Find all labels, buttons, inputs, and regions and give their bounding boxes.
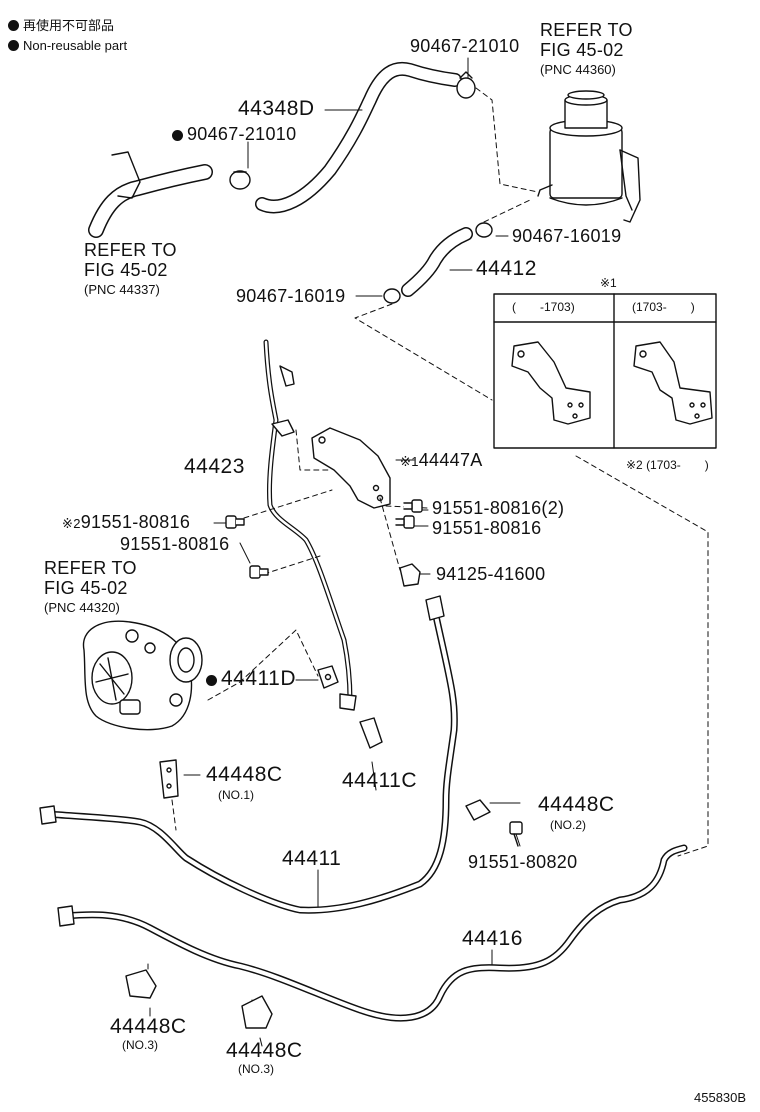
pipe-44416 bbox=[57, 844, 688, 1022]
note-no2: (NO.2) bbox=[550, 818, 586, 832]
note-no3b: (NO.3) bbox=[238, 1062, 274, 1076]
clamp-90467-21010-left bbox=[229, 170, 251, 190]
label-44448C-no2: 44448C bbox=[538, 793, 615, 816]
bolts bbox=[225, 499, 523, 847]
ref-44360-line1: REFER TO bbox=[540, 20, 633, 40]
label-44416: 44416 bbox=[462, 927, 523, 950]
label-90467-21010-top: 90467-21010 bbox=[410, 36, 520, 56]
bolt-91551-80816-d bbox=[249, 565, 269, 579]
label-44448C-no1: 44448C bbox=[206, 763, 283, 786]
label-44411D: 44411D bbox=[206, 668, 296, 690]
bolt-91551-80816-c bbox=[395, 515, 415, 529]
label-94125-41600: 94125-41600 bbox=[436, 564, 546, 584]
hose-44412 bbox=[401, 227, 473, 297]
ref-44360-line3: (PNC 44360) bbox=[540, 62, 616, 77]
clamp-44448C-no2 bbox=[465, 799, 491, 821]
bracket-variant-2 bbox=[633, 341, 713, 425]
label-44423: 44423 bbox=[184, 455, 245, 478]
clamp-44448C-no1 bbox=[159, 759, 179, 799]
label-91551-80816-x2: ※291551-80816 bbox=[62, 512, 191, 532]
note-no3a: (NO.3) bbox=[122, 1038, 158, 1052]
clamp-90467-21010-top bbox=[456, 71, 476, 99]
label-44411: 44411 bbox=[282, 847, 342, 870]
legend-en: Non-reusable part bbox=[8, 38, 127, 53]
label-44348D: 44348D bbox=[238, 97, 315, 120]
hose-44337 bbox=[88, 151, 213, 238]
bracket-variant-1 bbox=[511, 341, 591, 425]
label-44448C-no3b: 44448C bbox=[226, 1039, 303, 1062]
box-mark-1: ※1 bbox=[600, 276, 617, 290]
bolt-91551-80816-x2 bbox=[225, 515, 245, 529]
label-44412: 44412 bbox=[476, 257, 537, 280]
hose-44348D bbox=[255, 61, 462, 214]
label-91551-80816-2: 91551-80816(2) bbox=[432, 498, 565, 518]
bullet-icon bbox=[8, 20, 19, 31]
bolt-91551-80820 bbox=[509, 821, 523, 847]
label-90467-21010-nonreusable: 90467-21010 bbox=[172, 124, 296, 144]
label-90467-16019-a: 90467-16019 bbox=[512, 226, 622, 246]
clamp-90467-16019-b bbox=[383, 288, 401, 304]
label-90467-16019-b: 90467-16019 bbox=[236, 286, 346, 306]
bullet-icon bbox=[8, 40, 19, 51]
label-44447A: ※144447A bbox=[400, 450, 483, 470]
reservoir-tank bbox=[537, 90, 641, 223]
union-bolt-44411C bbox=[359, 717, 383, 749]
box-col1-header: ( -1703) bbox=[512, 300, 575, 314]
bracket-variant-box bbox=[493, 293, 717, 449]
clamp-44448C-no3b bbox=[241, 995, 273, 1029]
ref-44337-line3: (PNC 44337) bbox=[84, 282, 160, 297]
figure-code: 455830B bbox=[694, 1090, 747, 1105]
hose-44411 bbox=[39, 595, 458, 914]
non-reusable-dot-icon bbox=[206, 675, 217, 686]
label-44411C: 44411C bbox=[342, 769, 418, 792]
power-steering-pump bbox=[82, 620, 203, 731]
label-91551-80816-d: 91551-80816 bbox=[120, 534, 230, 554]
ref-44320-line3: (PNC 44320) bbox=[44, 600, 120, 615]
ref-44320-line1: REFER TO bbox=[44, 558, 137, 578]
non-reusable-dot-icon bbox=[172, 130, 183, 141]
clamp-44448C-no3a bbox=[125, 969, 157, 999]
ref-44337-line2: FIG 45-02 bbox=[84, 260, 168, 280]
label-44448C-no3a: 44448C bbox=[110, 1015, 187, 1038]
ref-44360-line2: FIG 45-02 bbox=[540, 40, 624, 60]
box-col2-header: (1703- ) bbox=[632, 300, 695, 314]
label-91551-80816-c: 91551-80816 bbox=[432, 518, 542, 538]
legend-jp: 再使用不可部品 bbox=[8, 18, 114, 33]
label-91551-80820: 91551-80820 bbox=[468, 852, 578, 872]
pipe-44423 bbox=[263, 339, 357, 711]
note-no1: (NO.1) bbox=[218, 788, 254, 802]
ref-44337-line1: REFER TO bbox=[84, 240, 177, 260]
mark2-caption: ※2 (1703- ) bbox=[626, 458, 709, 472]
fitting-44411D bbox=[317, 665, 339, 689]
nut-94125-41600 bbox=[399, 563, 421, 587]
bolt-91551-80816-2 bbox=[403, 499, 423, 513]
bracket-44447A bbox=[311, 427, 391, 509]
clamp-90467-16019-a bbox=[475, 222, 493, 238]
ref-44320-line2: FIG 45-02 bbox=[44, 578, 128, 598]
